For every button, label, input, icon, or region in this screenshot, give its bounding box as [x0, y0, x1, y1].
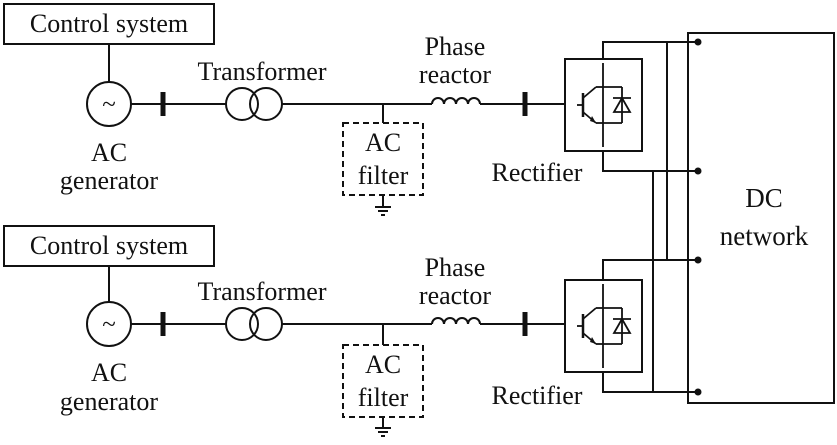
- dc-link-pos: [602, 259, 698, 280]
- igbt-diode-icon: [577, 63, 632, 147]
- igbt-diode-icon: [577, 284, 632, 368]
- dc-cross-links: [652, 42, 668, 392]
- generator-symbol: ~: [102, 311, 116, 338]
- phase-reactor-label-line1: Phase: [425, 253, 486, 282]
- ac-filter-label-line2: filter: [358, 383, 409, 412]
- transformer-coils-icon: [225, 87, 259, 121]
- dc-terminal: [694, 38, 702, 46]
- dc-link-pos: [602, 41, 698, 59]
- transformer-label: Transformer: [197, 57, 326, 86]
- dc-terminal: [694, 256, 702, 264]
- ac-generator-label-line1: AC: [91, 358, 127, 387]
- dc-network-label-line2: network: [720, 221, 809, 251]
- rectifier-label: Rectifier: [492, 381, 583, 410]
- ac-generator-label-line1: AC: [91, 138, 127, 167]
- phase-reactor-label-line1: Phase: [425, 32, 486, 61]
- ac-filter-label-line1: AC: [365, 350, 401, 379]
- ground-icon: [375, 417, 391, 437]
- inductor-coil-icon: [431, 97, 481, 105]
- bottom-channel: Control system ~ AC generator Transforme…: [3, 225, 702, 437]
- inductor-coil-icon: [431, 317, 481, 325]
- transformer-coils-icon: [225, 307, 259, 341]
- ac-filter-label-line1: AC: [365, 128, 401, 157]
- transformer-coil-2: [249, 87, 283, 121]
- control-system-label: Control system: [30, 231, 188, 260]
- ac-generator-label-line2: generator: [60, 387, 159, 416]
- transformer-label: Transformer: [197, 277, 326, 306]
- transformer-coil-2: [249, 307, 283, 341]
- dc-network-label-line1: DC: [745, 183, 783, 213]
- ac-generator-label-line2: generator: [60, 166, 159, 195]
- dc-network-box: [687, 32, 835, 404]
- ac-filter-label-line2: filter: [358, 161, 409, 190]
- control-system-label: Control system: [30, 9, 188, 38]
- ground-icon: [375, 195, 391, 216]
- generator-symbol: ~: [102, 91, 116, 118]
- dc-terminal: [694, 167, 702, 175]
- phase-reactor-label-line2: reactor: [419, 60, 492, 89]
- dc-link-neg: [602, 372, 698, 393]
- rectifier-label: Rectifier: [492, 158, 583, 187]
- dc-terminal: [694, 388, 702, 396]
- dc-link-neg: [602, 151, 698, 172]
- top-channel: Control system ~ AC generator Transforme…: [3, 3, 702, 216]
- phase-reactor-label-line2: reactor: [419, 281, 492, 310]
